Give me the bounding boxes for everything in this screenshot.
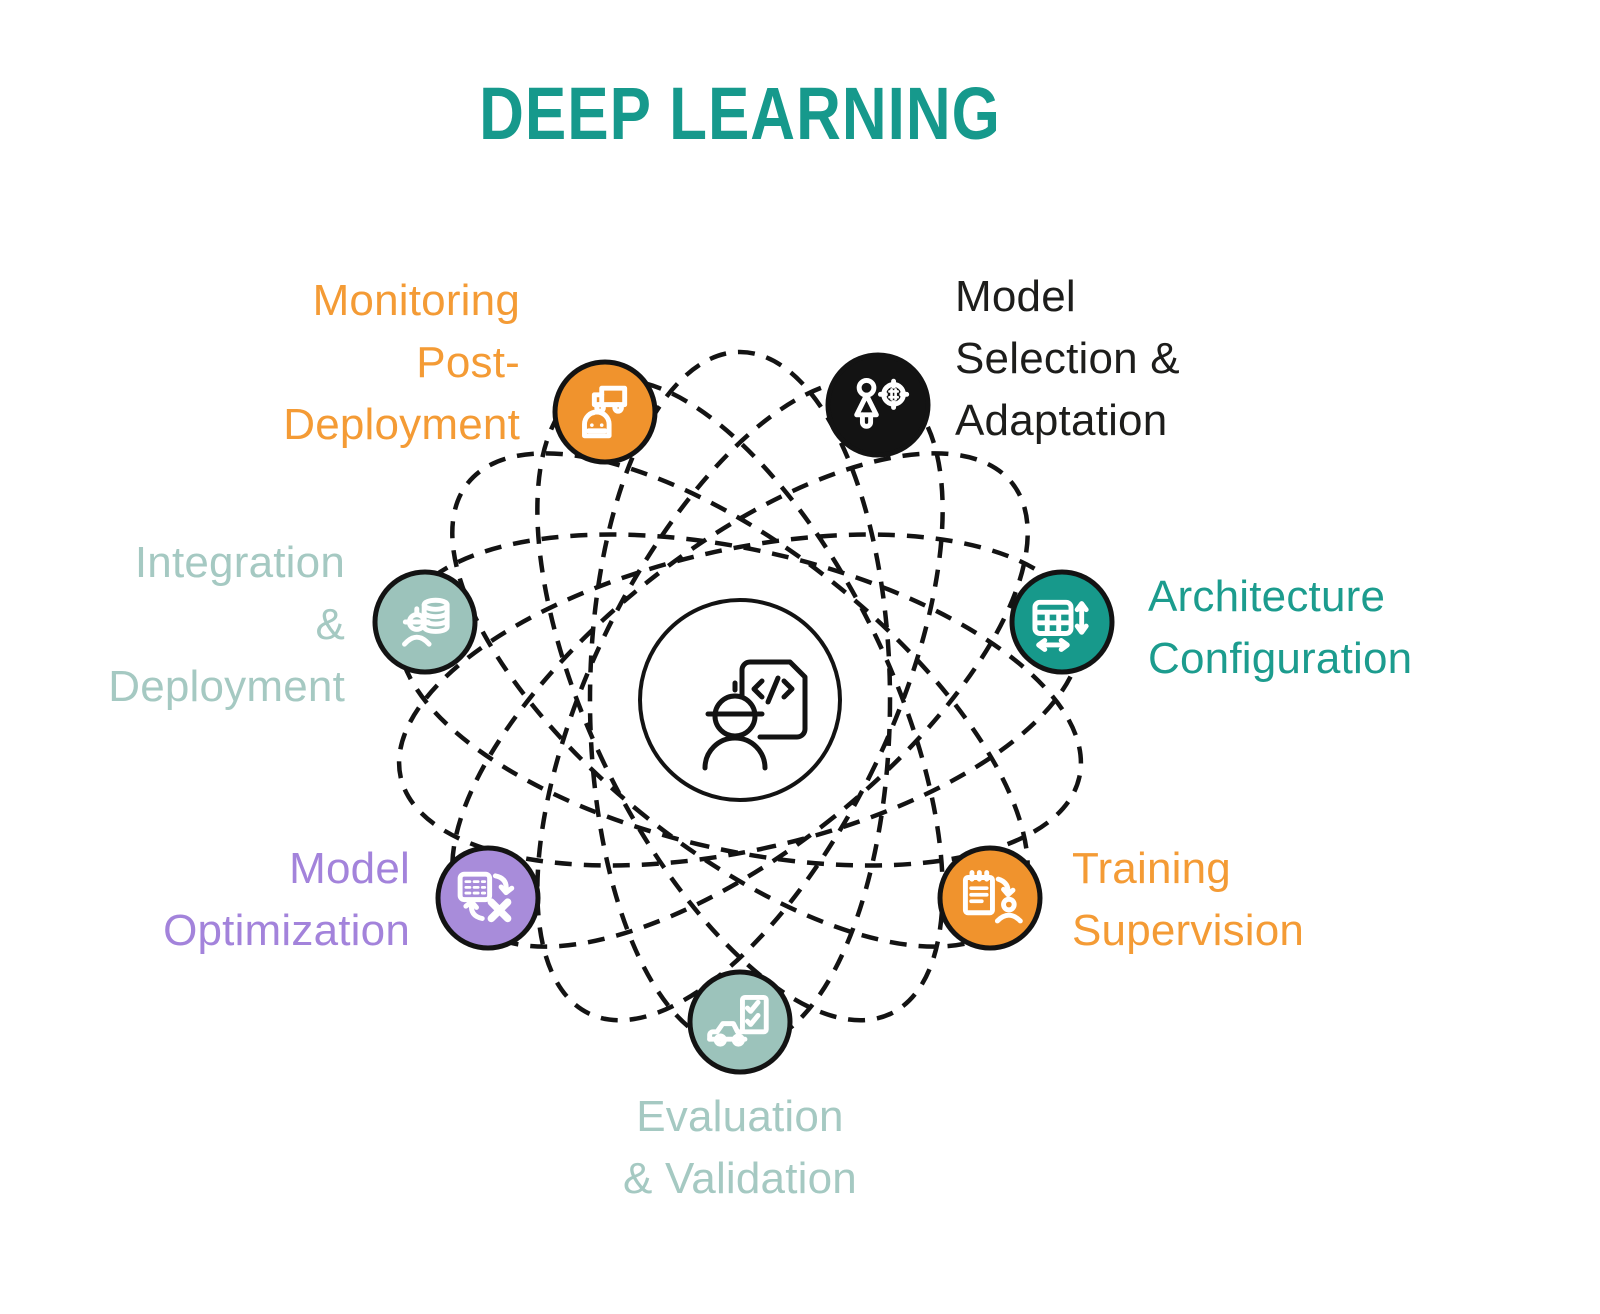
label-model-selection-adaptation: Model Selection & Adaptation (955, 272, 1180, 445)
node-monitoring-post-deployment (550, 357, 660, 467)
label-evaluation-validation: Evaluation & Validation (623, 1092, 857, 1203)
page-title: DEEP LEARNING (479, 73, 1001, 156)
label-architecture-configuration: Architecture Configuration (1148, 572, 1413, 683)
engineer-code-document-icon (702, 659, 808, 771)
node-integration-deployment (370, 567, 480, 677)
label-training-supervision: Training Supervision (1072, 844, 1305, 955)
node-training-supervision (935, 843, 1045, 953)
node-evaluation-validation (685, 967, 795, 1077)
label-monitoring-post-deployment: Monitoring Post- Deployment (283, 276, 520, 449)
table-x-convert-icon (447, 857, 529, 939)
node-architecture-configuration (1007, 567, 1117, 677)
notepad-person-icon (949, 857, 1031, 939)
car-checklist-icon (699, 981, 781, 1063)
robot-truck-icon (564, 371, 646, 453)
node-model-selection-adaptation (823, 350, 933, 460)
label-model-optimization: Model Optimization (163, 844, 410, 955)
node-model-optimization (433, 843, 543, 953)
engineer-database-icon (384, 581, 466, 663)
person-target-icon (837, 364, 919, 446)
label-integration-deployment: Integration & Deployment (108, 538, 345, 711)
grid-resize-icon (1021, 581, 1103, 663)
node-circle (825, 352, 931, 458)
